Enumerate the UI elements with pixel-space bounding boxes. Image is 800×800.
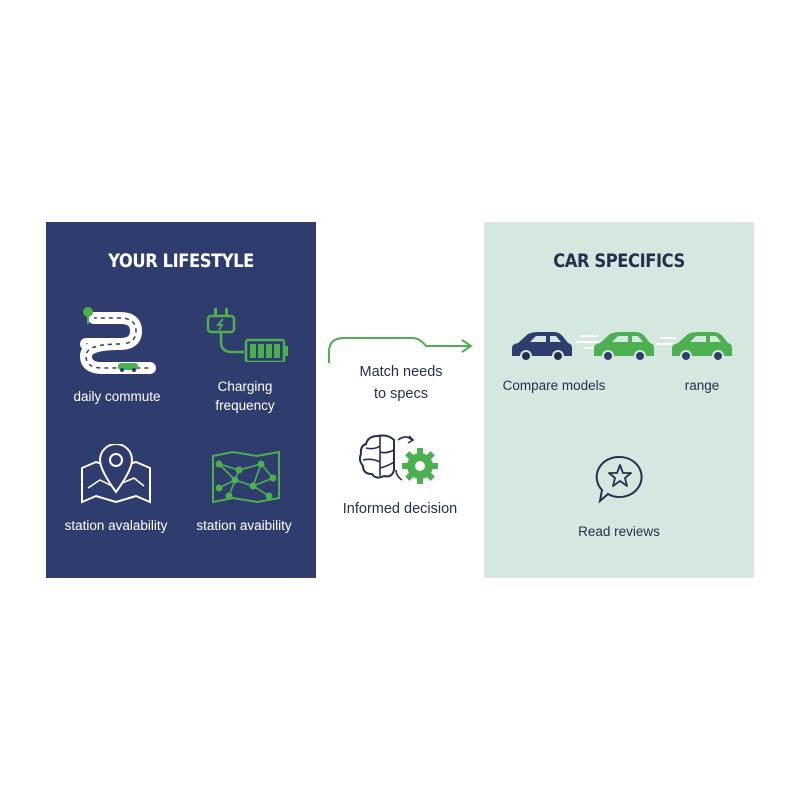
charging-frequency-line1: Charging [217, 379, 273, 394]
car-specifics-panel: CAR SPECIFICS Compare models range Read … [484, 222, 754, 578]
range-label: range [684, 378, 720, 393]
read-reviews-label: Read reviews [578, 524, 660, 539]
lifestyle-title: YOUR LIFESTYLE [108, 250, 254, 272]
car-specifics-title: CAR SPECIFICS [553, 250, 685, 272]
match-needs-line2: to specs [374, 386, 428, 402]
station-availability-label: station avalability [64, 518, 168, 533]
match-needs-label: Match needs to specs [359, 361, 442, 405]
charging-frequency-label: Charging frequency [215, 377, 274, 415]
informed-decision-label: Informed decision [342, 501, 458, 517]
charging-frequency-line2: frequency [215, 398, 275, 413]
station-availability-label-2: station avaibility [196, 518, 292, 533]
match-needs-line1: Match needs [359, 364, 443, 380]
lifestyle-panel: YOUR LIFESTYLE daily commute Charging fr… [46, 222, 316, 578]
winding-road-icon [79, 307, 156, 374]
compare-models-label: Compare models [502, 378, 606, 393]
daily-commute-label: daily commute [73, 389, 161, 404]
cars-icon [512, 332, 732, 362]
arrow-right-icon [328, 337, 473, 363]
star-speech-bubble-icon [595, 455, 643, 504]
network-map-icon [212, 450, 280, 504]
plug-battery-icon [206, 308, 288, 362]
map-pin-icon [81, 444, 151, 504]
brain-gear-icon [358, 434, 438, 484]
